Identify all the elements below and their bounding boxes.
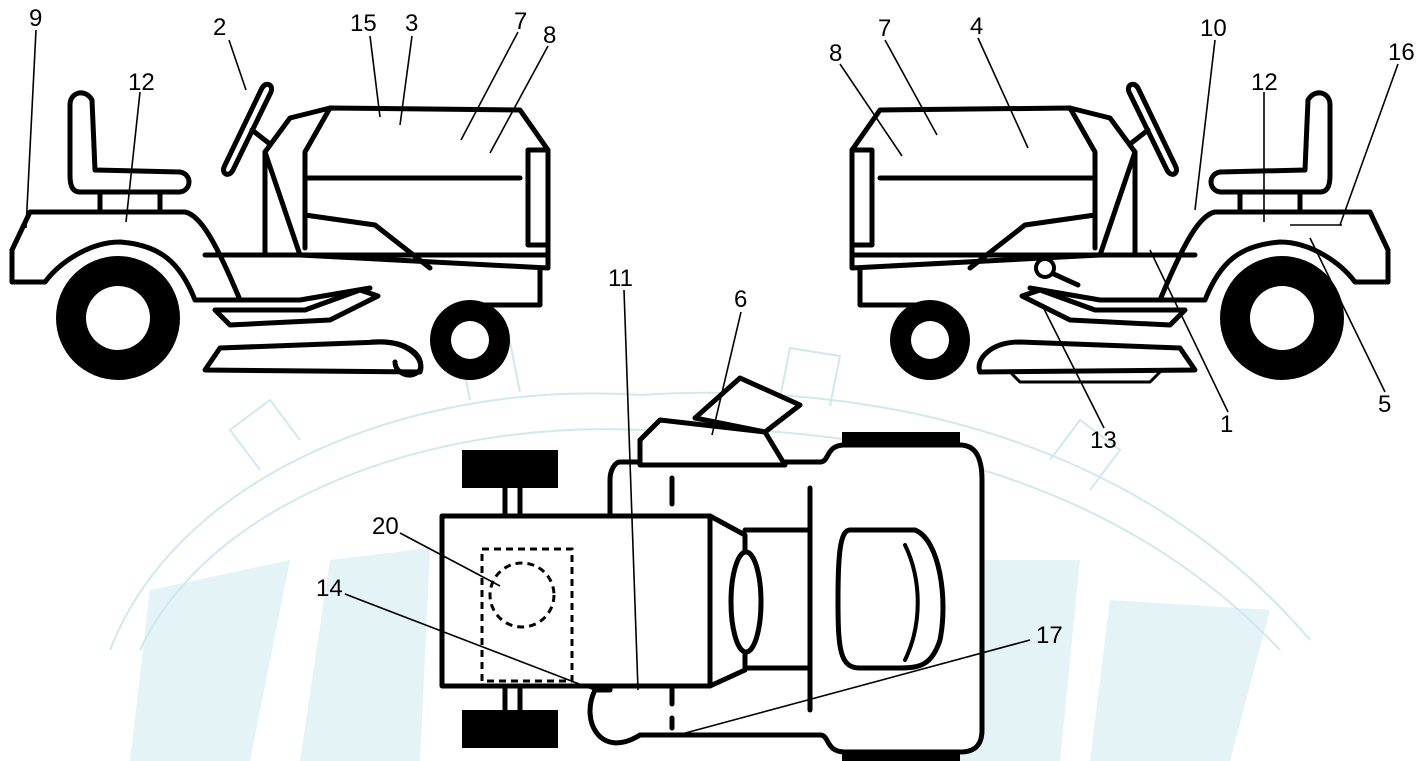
left-side-view bbox=[9, 81, 551, 380]
callout-2: 2 bbox=[213, 14, 226, 41]
engine-hood-top bbox=[439, 513, 713, 689]
rear-fender bbox=[1157, 209, 1391, 303]
callout-8-left: 8 bbox=[543, 22, 556, 49]
footrest bbox=[212, 287, 381, 328]
rear-tire-bottom bbox=[842, 750, 960, 761]
rear-fender bbox=[9, 209, 243, 303]
callout-17: 17 bbox=[1036, 622, 1063, 649]
callout-5: 5 bbox=[1378, 391, 1391, 418]
seat bbox=[1208, 90, 1333, 195]
callout-9: 9 bbox=[29, 5, 42, 32]
engine-outline bbox=[480, 547, 574, 683]
callout-labels: 9 2 15 3 7 8 12 8 7 4 10 12 16 1 5 13 11… bbox=[29, 5, 1415, 649]
front-tire-bottom bbox=[462, 710, 558, 748]
callout-leaders bbox=[25, 29, 1399, 736]
top-view bbox=[439, 375, 985, 761]
callout-10: 10 bbox=[1200, 15, 1227, 42]
callout-6: 6 bbox=[734, 286, 747, 313]
callout-7-right: 7 bbox=[878, 15, 891, 42]
seat-post bbox=[1237, 189, 1303, 215]
callout-14: 14 bbox=[316, 575, 343, 602]
callout-20: 20 bbox=[372, 513, 399, 540]
callout-15: 15 bbox=[350, 10, 377, 37]
steering-wheel bbox=[1125, 81, 1179, 177]
callout-8-right: 8 bbox=[829, 40, 842, 67]
steering-wheel-top bbox=[728, 549, 764, 655]
callout-12-right: 12 bbox=[1251, 69, 1278, 96]
callout-16: 16 bbox=[1388, 39, 1415, 66]
callout-7-left: 7 bbox=[514, 8, 527, 35]
callout-13: 13 bbox=[1090, 427, 1117, 454]
front-tire-top bbox=[462, 450, 558, 488]
callout-4: 4 bbox=[970, 13, 983, 40]
footrest bbox=[1019, 287, 1188, 328]
seat-top bbox=[835, 527, 946, 671]
steering-wheel bbox=[221, 81, 275, 177]
callout-1: 1 bbox=[1220, 411, 1233, 438]
callout-3: 3 bbox=[405, 10, 418, 37]
seat bbox=[67, 90, 192, 195]
seat-post bbox=[97, 189, 163, 215]
axle bbox=[502, 485, 523, 713]
callout-12-left: 12 bbox=[128, 69, 155, 96]
mower-deck bbox=[976, 339, 1198, 375]
callout-11: 11 bbox=[608, 265, 633, 292]
mower-deck bbox=[202, 339, 424, 375]
right-side-view bbox=[849, 81, 1391, 384]
